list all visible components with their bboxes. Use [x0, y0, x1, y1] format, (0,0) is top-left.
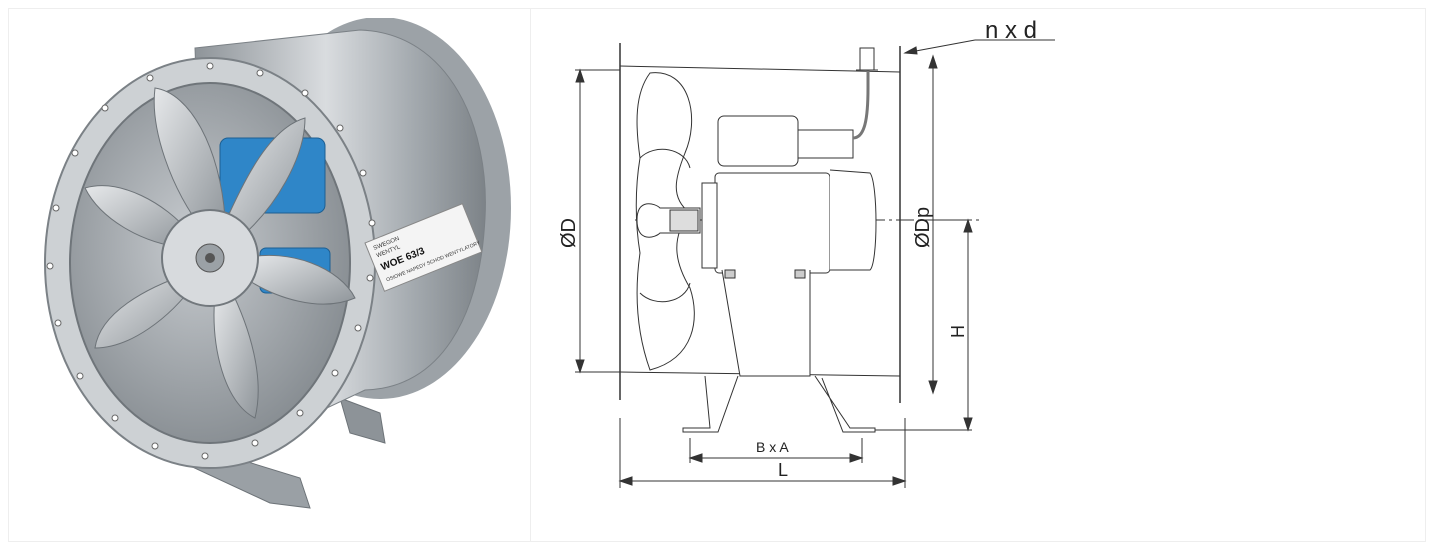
label-duct-diameter: ØDp: [912, 207, 934, 248]
label-length: L: [778, 460, 788, 480]
label-outer-diameter: ØD: [558, 218, 580, 248]
leg-left: [682, 375, 739, 433]
motor-body: [714, 172, 831, 274]
label-height: H: [948, 325, 968, 338]
label-n-x-d: n x d: [985, 17, 1037, 44]
fan-blades: [84, 87, 356, 419]
propeller-blade: [635, 72, 695, 371]
cell-divider: [530, 8, 531, 542]
casing-top-line: [619, 65, 901, 73]
cable-gland: [859, 47, 875, 71]
product-photo-axial-fan: SWEGON WENTYL WOE 63/3 OSIOWE NAPEDY SCH…: [44, 18, 511, 509]
flange-bolt-holes: [46, 62, 376, 460]
label-base-dimensions: B x A: [756, 439, 789, 455]
leg-right: [814, 375, 876, 433]
fan-foot-right: [339, 397, 386, 444]
technical-drawing: n x d ØD ØDp H B x A L: [558, 17, 1055, 488]
terminal-box: [717, 115, 799, 167]
